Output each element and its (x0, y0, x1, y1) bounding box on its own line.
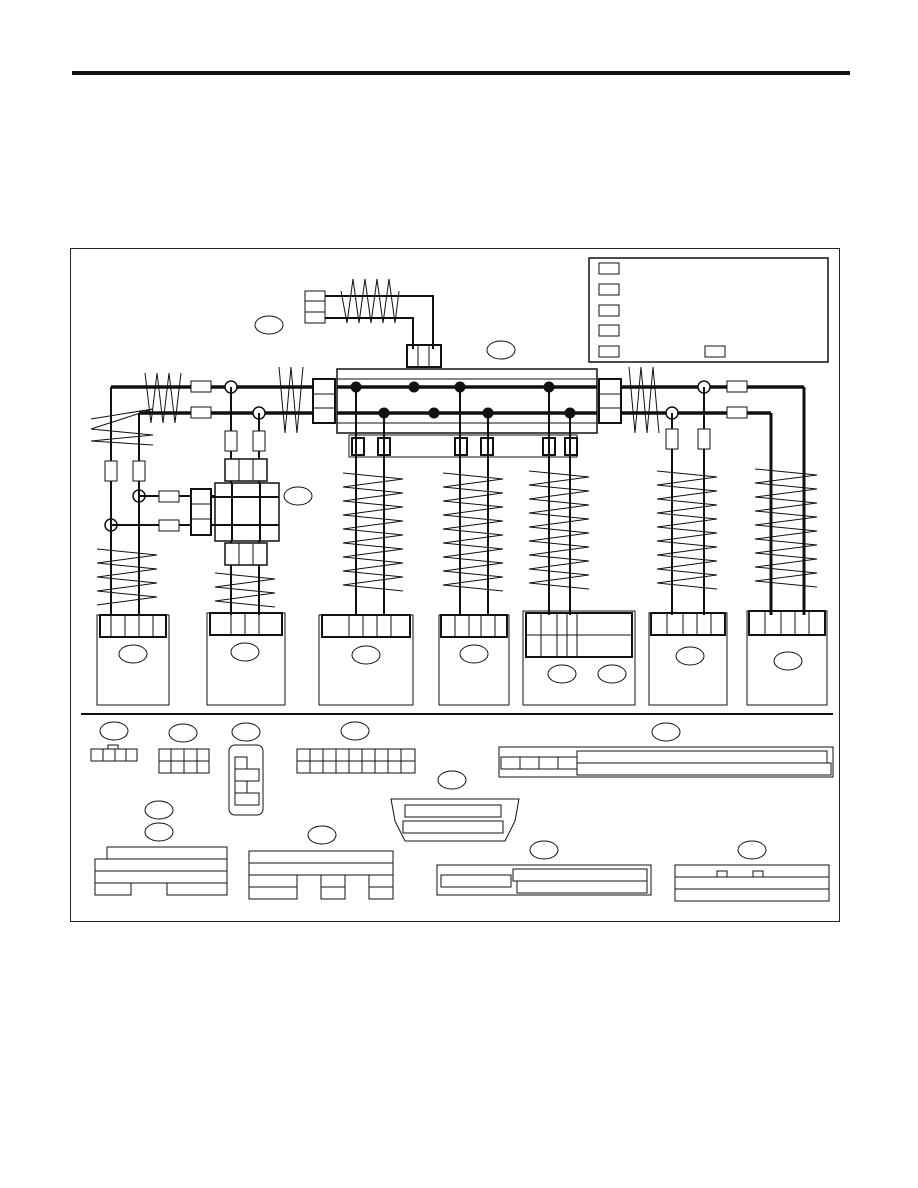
module-2 (206, 612, 286, 706)
legend-swatch-5 (598, 345, 620, 358)
legend-swatch-2 (598, 283, 620, 296)
wiring-diagram-frame (70, 248, 840, 922)
connector-view-6 (390, 770, 520, 842)
wiring-diagram (81, 257, 834, 902)
module-6 (648, 612, 728, 706)
legend-swatch-1 (598, 262, 620, 275)
bus-twists (90, 366, 660, 446)
twisted-pair-top (340, 278, 400, 324)
inline-resistors (190, 380, 748, 419)
connector-view-10 (674, 840, 830, 902)
connector-view-8 (248, 825, 394, 900)
connector-view-9 (436, 840, 652, 896)
connector-callout-top-left (254, 315, 284, 335)
legend-swatch-4 (598, 324, 620, 337)
connector-view-4 (296, 721, 416, 774)
module-3 (318, 614, 414, 706)
branch-3 (342, 387, 404, 615)
branch-2 (190, 387, 313, 615)
connector-view-5 (498, 722, 834, 778)
connector-view-7 (94, 800, 228, 896)
top-connector (254, 278, 516, 368)
module-5 (522, 610, 636, 706)
connector-view-1 (90, 721, 138, 762)
module-4 (438, 614, 510, 706)
legend-swatch-6 (704, 345, 726, 358)
branch-7 (754, 387, 818, 615)
connector-callout-top-center (486, 340, 516, 360)
module-7 (746, 610, 828, 706)
branch-4 (442, 387, 504, 615)
connector-view-3 (228, 722, 264, 816)
legend-swatch-3 (598, 304, 620, 317)
module-1 (96, 614, 170, 706)
header-rule (72, 71, 850, 75)
legend-box (588, 257, 829, 363)
connector-view-2 (158, 723, 210, 774)
connector-callout-relay (283, 486, 313, 506)
branch-5 (528, 387, 590, 615)
branch-6 (656, 387, 718, 615)
